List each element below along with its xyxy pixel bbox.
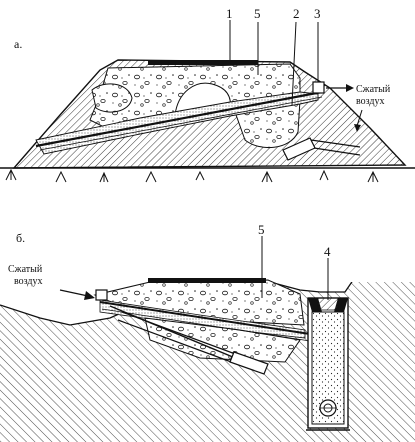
compressed-air-arrow-a [326, 84, 363, 132]
diagram-b: б. Сжатый воздух [0, 222, 415, 442]
pipe-b-inner-line [101, 308, 311, 342]
outlet-box [312, 81, 325, 94]
air-label-a-line1: Сжатый [356, 84, 391, 95]
pipe-inner-line [39, 96, 323, 151]
tool-cylinder-b [117, 311, 269, 375]
leader-lines-b [261, 236, 329, 300]
injection-pipe [35, 90, 323, 148]
diagram-a: а. Сжатый [0, 6, 415, 183]
grass-marks-a [5, 168, 379, 183]
outlet-box-b [95, 289, 108, 301]
diagram-a-letter: а. [14, 37, 22, 51]
sky-mask [0, 248, 415, 282]
air-label-b-line1: Сжатый [8, 264, 43, 275]
air-label-a-line2: воздух [356, 96, 385, 107]
callout-a-3: 3 [314, 6, 321, 21]
injection-pipe-b [99, 301, 311, 335]
compressed-air-arrow-b [59, 289, 95, 300]
left-stone-pocket [91, 83, 133, 113]
callout-a-1: 1 [226, 6, 233, 21]
callout-a-2: 2 [293, 6, 300, 21]
diagram-b-letter: б. [16, 231, 25, 245]
top-slab-b [148, 278, 266, 283]
tool-cylinder [282, 137, 361, 161]
top-slab [148, 60, 258, 65]
air-label-b-line2: воздух [14, 276, 43, 287]
leader-lines-a [229, 20, 319, 106]
callout-a-5: 5 [254, 6, 261, 21]
callout-b-4: 4 [324, 244, 331, 259]
callout-b-5: 5 [258, 222, 265, 237]
sand-layer [35, 91, 319, 155]
vertical-shaft [306, 297, 350, 431]
